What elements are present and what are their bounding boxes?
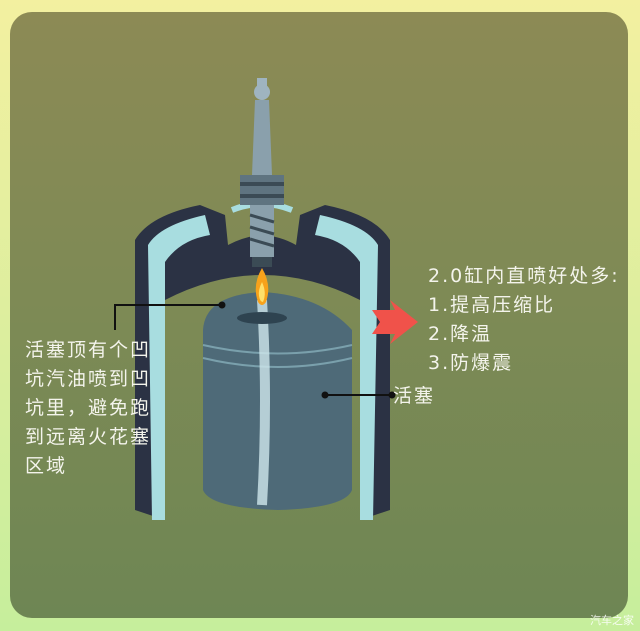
benefits-list: 2.0缸内直喷好处多: 1.提高压缩比 2.降温 3.防爆震 (428, 262, 620, 378)
cylinder-liner (148, 215, 378, 520)
annotation-line: 坑里，避免跑 (25, 397, 152, 419)
dimple-annotation: 活塞顶有个凹 坑汽油喷到凹 坑里，避免跑 到远离火花塞 区域 (25, 336, 165, 481)
annotation-line: 到远离火花塞 (25, 426, 152, 448)
piston-label: 活塞 (393, 385, 436, 407)
cylinder-wall (135, 205, 390, 520)
benefit-item: 1.提高压缩比 (428, 294, 556, 316)
benefit-item: 2.降温 (428, 323, 493, 345)
spark-plug (240, 78, 284, 267)
arrow-right-icon (372, 300, 418, 344)
piston (202, 292, 353, 510)
leader-line-left (114, 304, 222, 330)
benefit-item: 3.防爆震 (428, 352, 514, 374)
annotation-line: 坑汽油喷到凹 (25, 368, 152, 390)
watermark: 汽车之家 (590, 614, 634, 627)
benefits-title: 2.0缸内直喷好处多: (428, 265, 620, 287)
annotation-line: 区域 (25, 455, 68, 477)
annotation-line: 活塞顶有个凹 (25, 339, 152, 361)
